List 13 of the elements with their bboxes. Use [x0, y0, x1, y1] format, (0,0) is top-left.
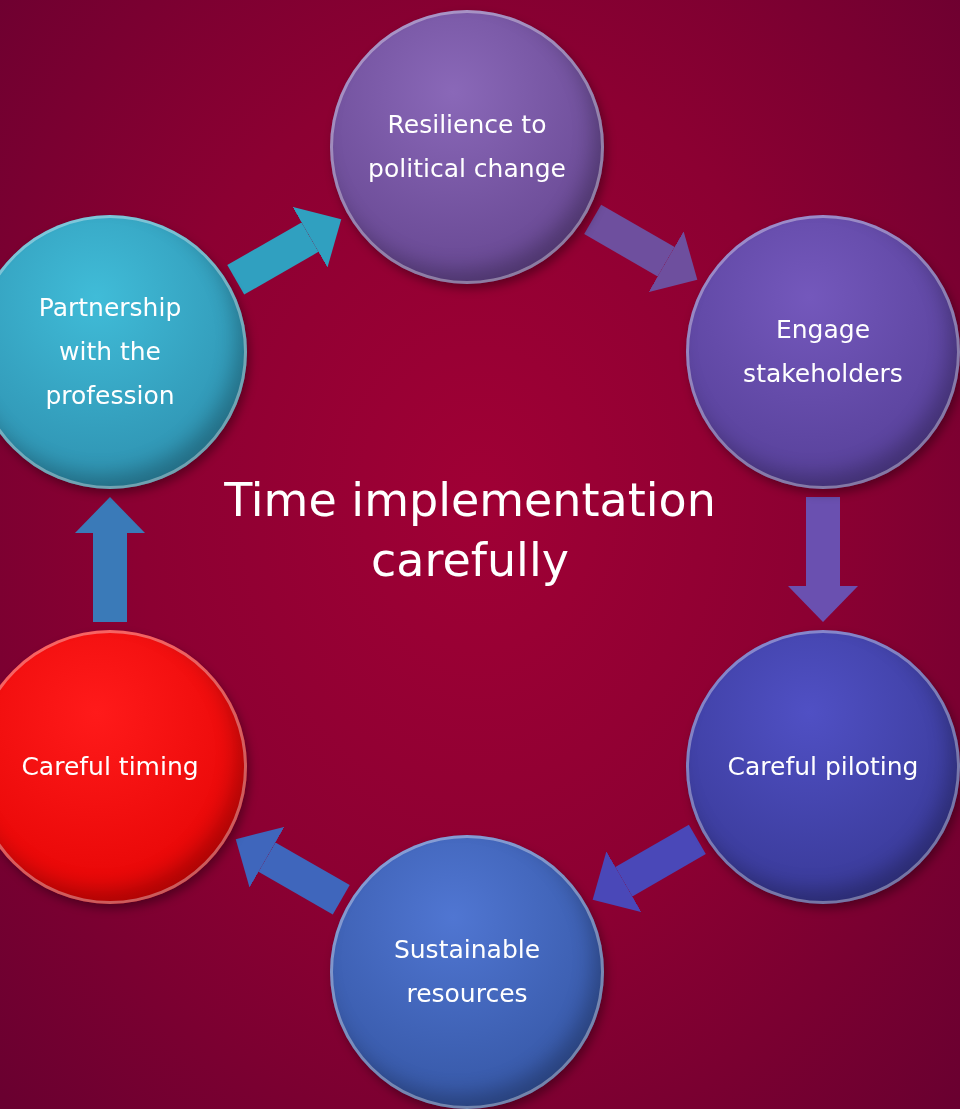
block-arrow: [592, 824, 706, 912]
node-label: Careful timing: [21, 751, 199, 783]
block-arrow: [788, 497, 858, 622]
block-arrow: [75, 497, 145, 622]
block-arrow: [584, 204, 698, 292]
node-label: Partnership with the profession: [37, 292, 183, 412]
center-title: Time implementation carefully: [223, 472, 717, 589]
block-arrow: [227, 206, 342, 295]
node-label: Careful piloting: [727, 751, 919, 783]
node-label: Engage stakeholders: [742, 314, 904, 390]
block-arrow: [235, 826, 350, 915]
node-label: Sustainable resources: [392, 934, 542, 1010]
node-label: Resilience to political change: [367, 109, 567, 185]
